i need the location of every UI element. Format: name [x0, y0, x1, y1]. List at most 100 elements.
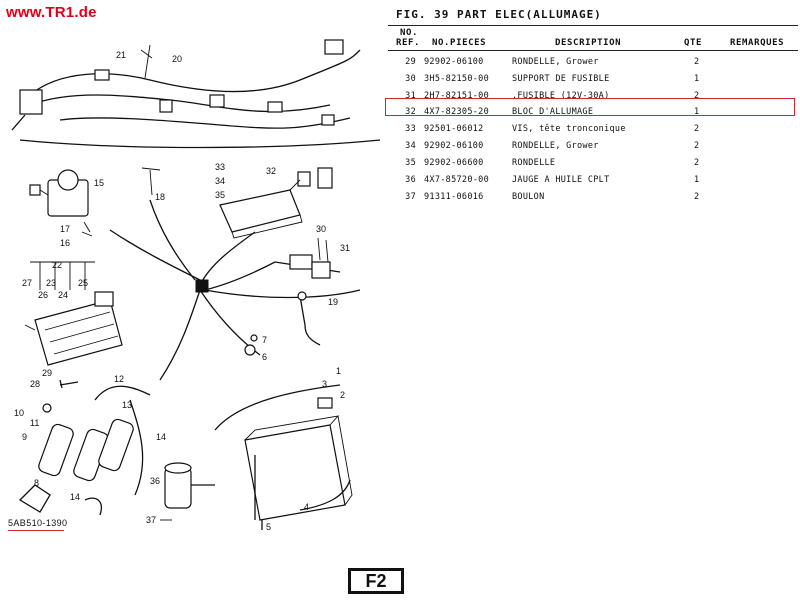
- cell-qte: 2: [694, 124, 700, 134]
- cell-qte: 2: [694, 57, 700, 67]
- callout-label: 25: [78, 278, 88, 288]
- cell-qte: 2: [694, 141, 700, 151]
- callout-label: 35: [215, 190, 225, 200]
- callout-label: 19: [328, 297, 338, 307]
- callout-label: 18: [155, 192, 165, 202]
- callout-label: 5: [266, 522, 271, 532]
- cell-ref: 31: [405, 91, 416, 101]
- ignition-coils: [18, 379, 151, 516]
- cell-part-no: 4X7-85720-00: [424, 175, 490, 185]
- callout-label: 29: [42, 368, 52, 378]
- cell-description: RONDELLE: [512, 158, 556, 168]
- callout-label: 3: [322, 379, 327, 389]
- figure-title: FIG. 39 PART ELEC(ALLUMAGE): [396, 8, 602, 21]
- cell-ref: 34: [405, 141, 416, 151]
- table-row[interactable]: 30 3H5-82150-00 SUPPORT DE FUSIBLE 1: [388, 71, 798, 88]
- callout-label: 14: [156, 432, 166, 442]
- caption-underline: [8, 530, 64, 531]
- misc-parts: [244, 291, 321, 356]
- cell-ref: 29: [405, 57, 416, 67]
- callout-label: 15: [94, 178, 104, 188]
- callout-label: 22: [52, 260, 62, 270]
- header-top-rule: [388, 25, 798, 26]
- callout-label: 20: [172, 54, 182, 64]
- callout-label: 28: [30, 379, 40, 389]
- cell-part-no: 92902-06100: [424, 57, 484, 67]
- cell-ref: 33: [405, 124, 416, 134]
- header-ref: REF.: [396, 38, 421, 48]
- cell-ref: 36: [405, 175, 416, 185]
- cell-part-no: 91311-06016: [424, 192, 484, 202]
- callout-label: 16: [60, 238, 70, 248]
- header-description: DESCRIPTION: [555, 38, 622, 48]
- callout-label: 4: [304, 502, 309, 512]
- relay-panel: [24, 261, 123, 366]
- oil-gauge: [160, 462, 215, 521]
- ignition-switch: [29, 169, 93, 237]
- callout-label: 30: [316, 224, 326, 234]
- wiring-harness: [11, 39, 380, 149]
- cell-qte: 2: [694, 158, 700, 168]
- table-row[interactable]: 29 92902-06100 RONDELLE, Grower 2: [388, 54, 798, 71]
- table-row[interactable]: 31 2H7-82151-00 .FUSIBLE (12V-30A) 2: [388, 88, 798, 105]
- cell-part-no: 2H7-82151-00: [424, 91, 490, 101]
- table-row[interactable]: 33 92501-06012 VIS, tête tronconique 2: [388, 121, 798, 138]
- table-row-highlighted[interactable]: 32 4X7-82305-20 BLOC D'ALLUMAGE 1: [388, 104, 798, 121]
- page-plate-label: F2: [348, 568, 404, 594]
- table-row[interactable]: 35 92902-06600 RONDELLE 2: [388, 155, 798, 172]
- header-no: NO.: [400, 28, 419, 38]
- table-row[interactable]: 34 92902-06100 RONDELLE, Grower 2: [388, 138, 798, 155]
- cell-qte: 1: [694, 74, 700, 84]
- callout-label: 2: [340, 390, 345, 400]
- cell-description: JAUGE A HUILE CPLT: [512, 175, 610, 185]
- callout-label: 10: [14, 408, 24, 418]
- cell-description: VIS, tête tronconique: [512, 124, 626, 134]
- cell-ref: 37: [405, 192, 416, 202]
- callout-label: 34: [215, 176, 225, 186]
- callout-label: 6: [262, 352, 267, 362]
- callout-label: 1: [336, 366, 341, 376]
- cell-part-no: 4X7-82305-20: [424, 107, 490, 117]
- cell-part-no: 92501-06012: [424, 124, 484, 134]
- header-pieces: NO.PIECES: [432, 38, 487, 48]
- cell-qte: 2: [694, 91, 700, 101]
- cell-ref: 32: [405, 107, 416, 117]
- cell-qte: 1: [694, 107, 700, 117]
- callout-label: 24: [58, 290, 68, 300]
- cell-description: SUPPORT DE FUSIBLE: [512, 74, 610, 84]
- cell-part-no: 92902-06600: [424, 158, 484, 168]
- site-logo-text[interactable]: www.TR1.de: [6, 4, 97, 21]
- callout-label: 31: [340, 243, 350, 253]
- cell-description: BLOC D'ALLUMAGE: [512, 107, 594, 117]
- callout-label: 23: [46, 278, 56, 288]
- callout-label: 33: [215, 162, 225, 172]
- cell-ref: 30: [405, 74, 416, 84]
- cell-qte: 1: [694, 175, 700, 185]
- callout-label: 37: [146, 515, 156, 525]
- callout-label: 26: [38, 290, 48, 300]
- callout-label: 14: [70, 492, 80, 502]
- ignitor-block: [219, 167, 333, 239]
- callout-label: 27: [22, 278, 32, 288]
- cell-description: RONDELLE, Grower: [512, 57, 599, 67]
- battery: [214, 384, 353, 530]
- cell-qte: 2: [694, 192, 700, 202]
- callout-label: 11: [30, 418, 39, 428]
- table-row[interactable]: 37 91311-06016 BOULON 2: [388, 189, 798, 206]
- callout-label: 13: [122, 400, 132, 410]
- cell-description: BOULON: [512, 192, 545, 202]
- harness-junction: [109, 167, 361, 381]
- callout-label: 12: [114, 374, 124, 384]
- callout-label: 9: [22, 432, 27, 442]
- diagram-caption: 5AB510-1390: [8, 518, 68, 528]
- cell-part-no: 92902-06100: [424, 141, 484, 151]
- table-row[interactable]: 36 4X7-85720-00 JAUGE A HUILE CPLT 1: [388, 172, 798, 189]
- cell-description: .FUSIBLE (12V-30A): [512, 91, 610, 101]
- header-remarques: REMARQUES: [730, 38, 785, 48]
- exploded-parts-diagram: 21 20 15 18 33 34 35 32 17 16 30 31 22 2…: [11, 39, 380, 532]
- callout-label: 21: [116, 50, 126, 60]
- callout-label: 17: [60, 224, 70, 234]
- cell-ref: 35: [405, 158, 416, 168]
- callout-label: 7: [262, 335, 267, 345]
- fuse-holder: [274, 237, 341, 279]
